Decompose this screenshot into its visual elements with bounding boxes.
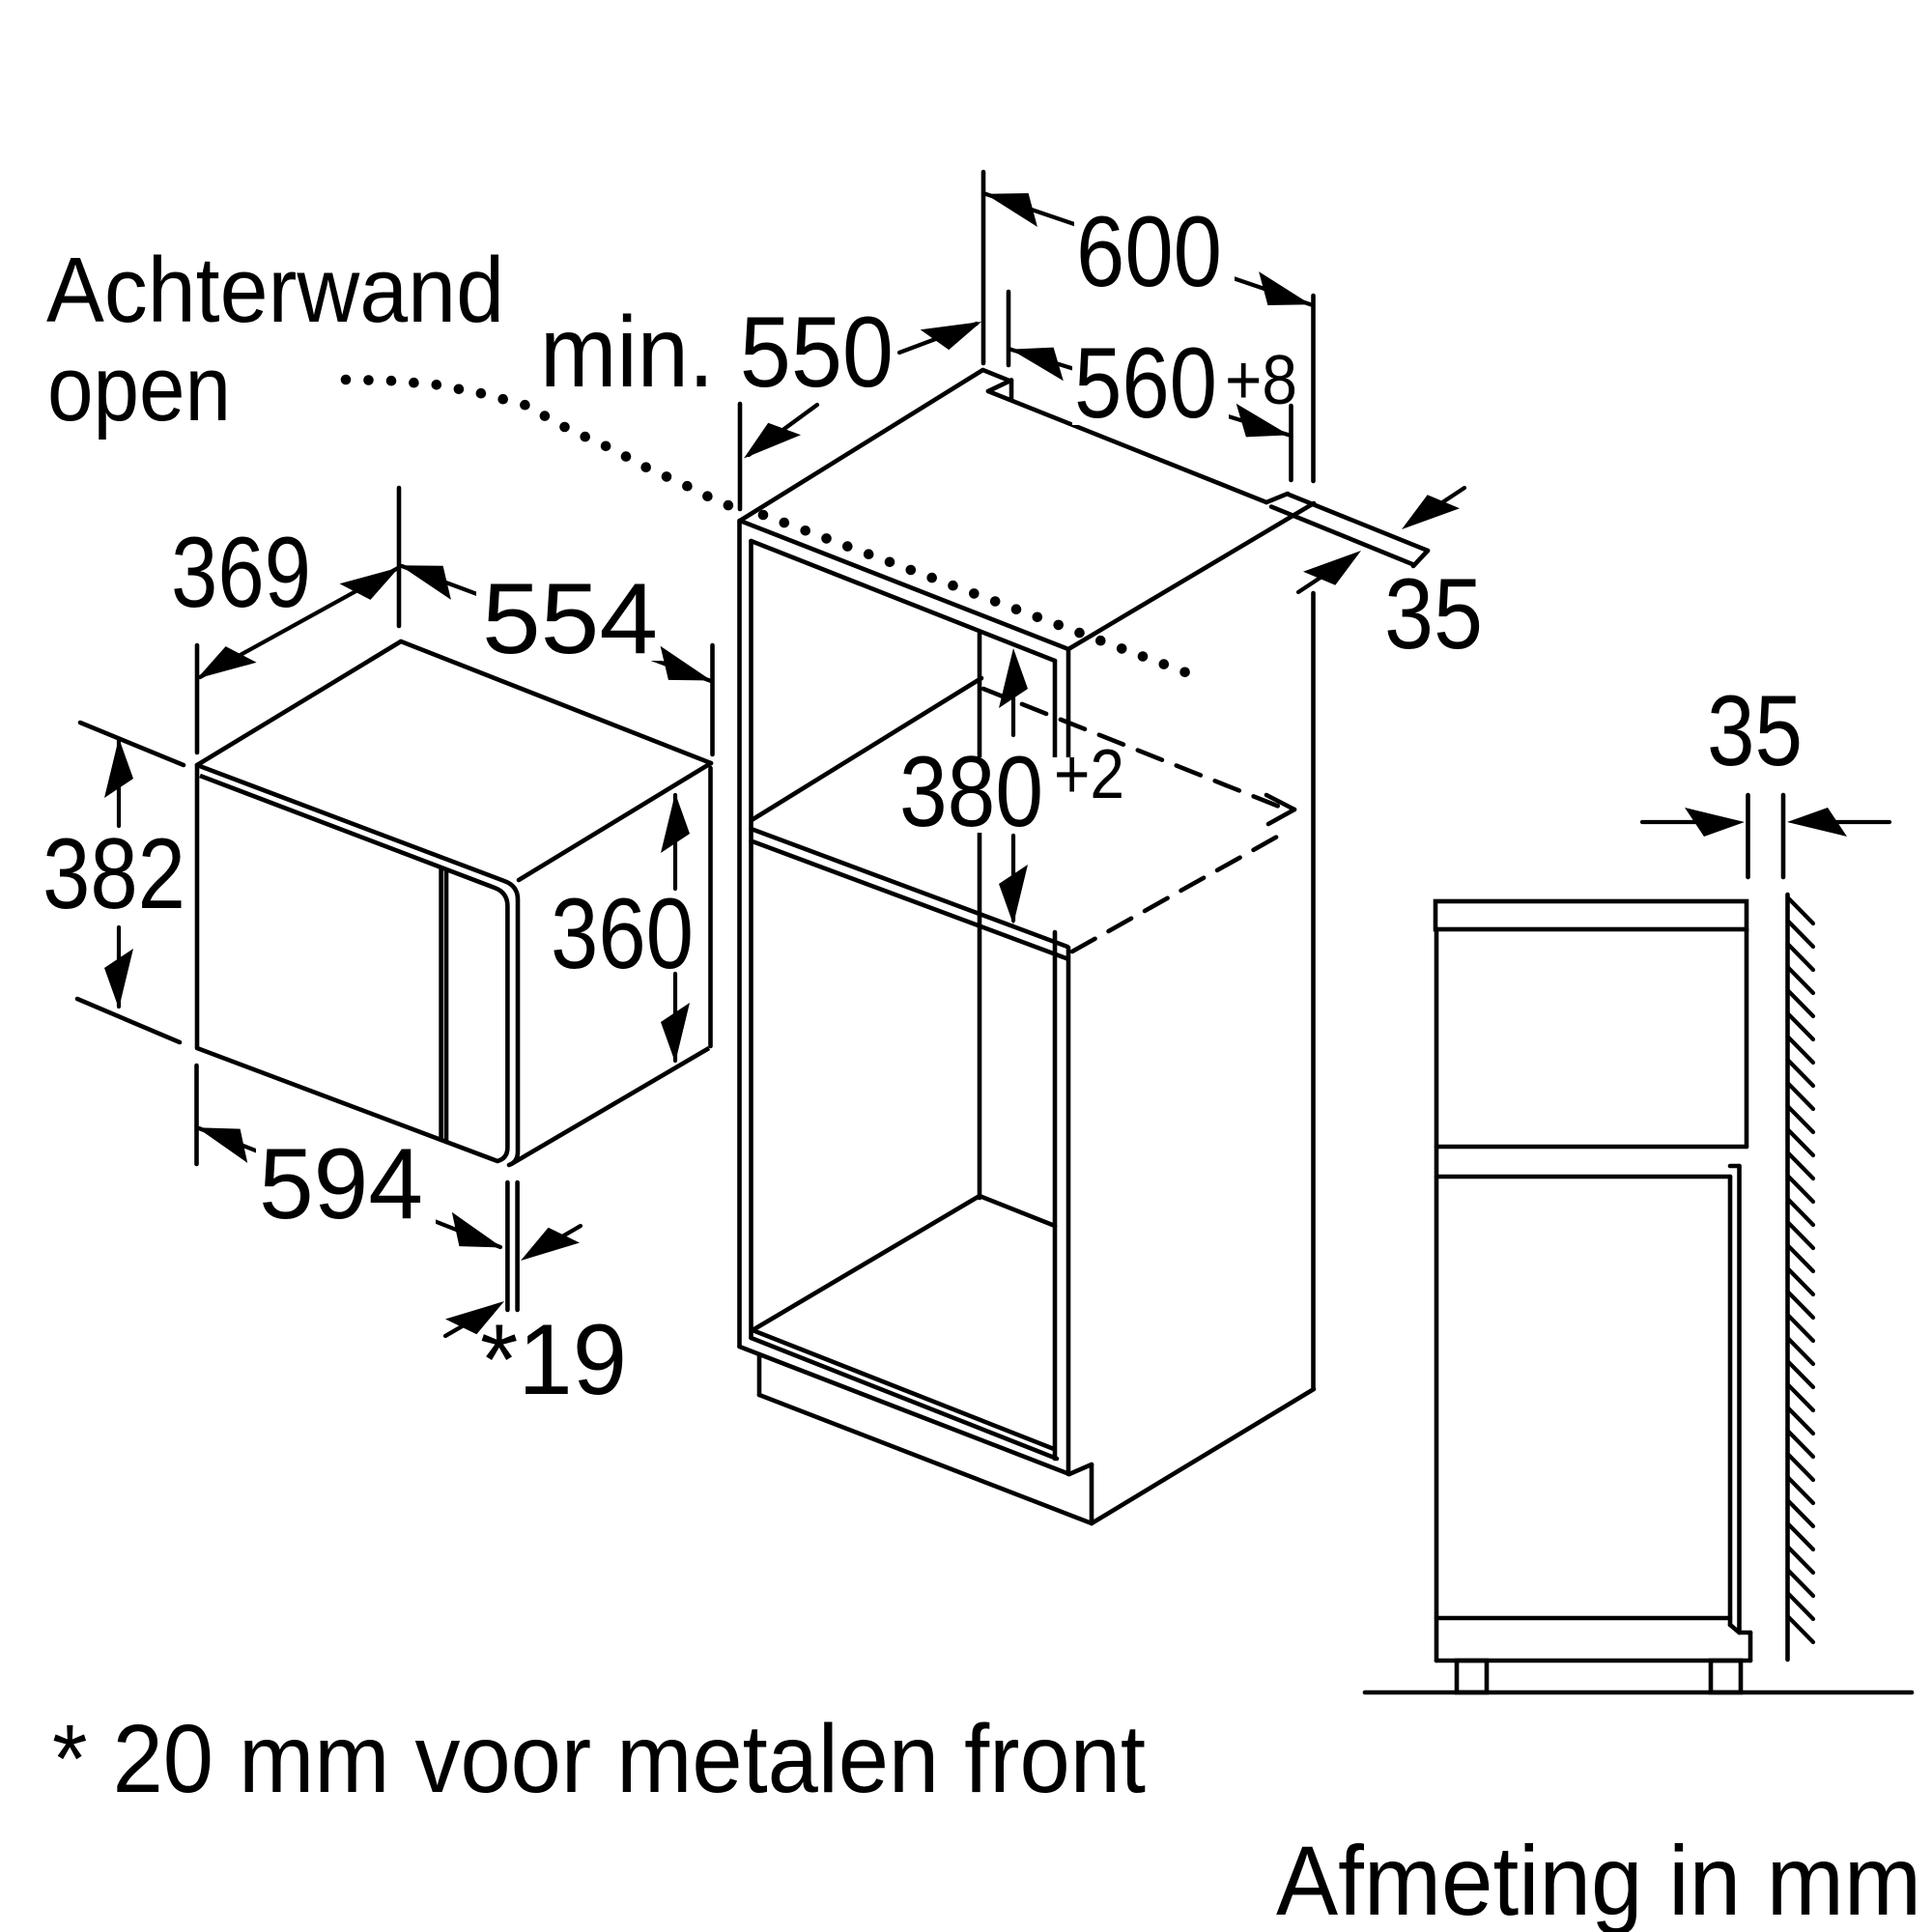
svg-text:554: 554	[482, 563, 658, 675]
svg-text:560: 560	[1074, 327, 1217, 440]
svg-text:+2: +2	[1054, 736, 1124, 813]
svg-text:382: 382	[43, 818, 185, 930]
svg-text:* 20 mm voor metalen front: * 20 mm voor metalen front	[52, 1705, 1146, 1813]
svg-text:+8: +8	[1225, 342, 1297, 419]
svg-text:Achterwand: Achterwand	[46, 239, 504, 342]
svg-text:360: 360	[551, 878, 694, 990]
svg-text:*19: *19	[480, 1304, 627, 1416]
svg-text:35: 35	[1384, 558, 1483, 670]
svg-text:Afmeting in mm: Afmeting in mm	[1276, 1826, 1921, 1932]
svg-text:380: 380	[899, 736, 1043, 848]
svg-text:35: 35	[1707, 675, 1803, 787]
svg-text:min. 550: min. 550	[540, 297, 894, 409]
svg-text:369: 369	[171, 517, 311, 629]
svg-text:600: 600	[1076, 196, 1222, 308]
svg-text:594: 594	[259, 1128, 423, 1240]
svg-text:open: open	[47, 337, 231, 440]
